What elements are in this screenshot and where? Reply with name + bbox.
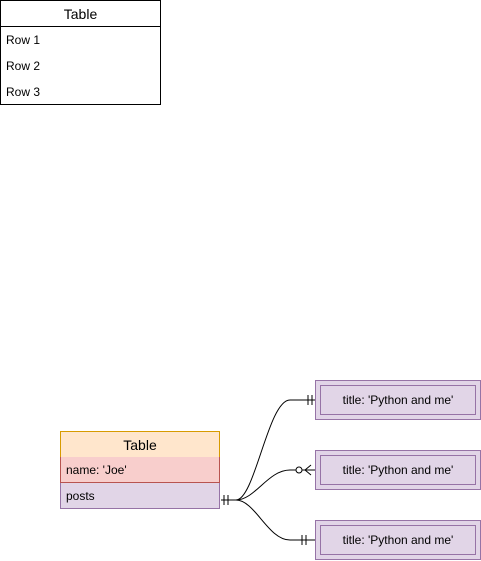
- table-joe[interactable]: Table name: 'Joe' posts: [60, 431, 220, 509]
- post-entity-1[interactable]: title: 'Python and me': [315, 380, 481, 420]
- post-entity-3-label: title: 'Python and me': [320, 525, 476, 555]
- table-top-header: Table: [1, 1, 160, 27]
- table-top-row-3[interactable]: Row 3: [6, 85, 41, 99]
- post-entity-2[interactable]: title: 'Python and me': [315, 450, 481, 490]
- table-top-row-2[interactable]: Row 2: [6, 59, 41, 73]
- connector-to-entity-1: [221, 399, 315, 501]
- entity-2-zero-circle: [295, 466, 303, 474]
- post-entity-3[interactable]: title: 'Python and me': [315, 520, 481, 560]
- table-top[interactable]: Table Row 1 Row 2 Row 3: [0, 0, 161, 105]
- entity-2-foot-bottom: [304, 469, 312, 476]
- post-entity-1-label: title: 'Python and me': [320, 385, 476, 415]
- table-top-row-1[interactable]: Row 1: [6, 33, 41, 47]
- connector-to-entity-3: [221, 499, 315, 541]
- table-joe-header: Table: [60, 431, 220, 458]
- connector-to-entity-2: [221, 469, 315, 501]
- table-joe-name-row[interactable]: name: 'Joe': [60, 457, 220, 483]
- table-joe-posts-row[interactable]: posts: [60, 483, 220, 509]
- entity-2-foot-top: [304, 464, 312, 471]
- post-entity-2-label: title: 'Python and me': [320, 455, 476, 485]
